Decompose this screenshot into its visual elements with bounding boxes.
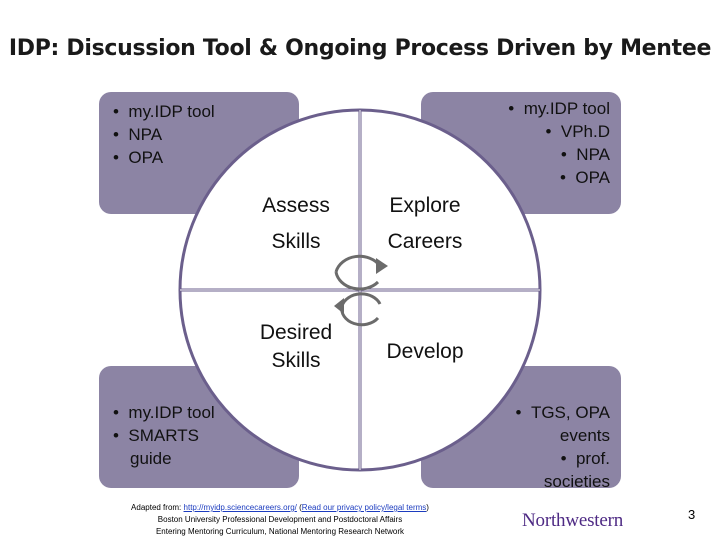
quadrant-desired-line2: Skills (271, 349, 321, 372)
quadrant-explore-careers: Explore Careers (366, 188, 484, 260)
footer-credits: Adapted from: http://myidp.sciencecareer… (90, 502, 470, 538)
cycle-arrowheads-icon (334, 258, 388, 314)
quadrant-desired-line1: Desired (259, 321, 333, 344)
slide-title: IDP: Discussion Tool & Ongoing Process D… (8, 36, 712, 61)
list-item: OPA (508, 166, 610, 189)
footer-background (88, 500, 470, 540)
footer-link-myidp[interactable]: http://myidp.sciencecareers.org/ (183, 503, 297, 512)
footer-line1: Adapted from: http://myidp.sciencecareer… (90, 502, 470, 514)
corner-list-bottom-right: TGS, OPA events prof. societies (480, 401, 610, 493)
list-item-continuation: societies (543, 472, 610, 491)
list-item: my.IDP tool (508, 97, 610, 120)
corner-list-top-right: my.IDP tool VPh.D NPA OPA (508, 97, 610, 189)
footer-adapted-prefix: Adapted from: (131, 503, 184, 512)
quadrant-explore-line2: Careers (387, 230, 463, 253)
quadrant-explore-line1: Explore (389, 194, 461, 217)
northwestern-logo: Northwestern (522, 510, 624, 531)
quadrant-desired-skills: Desired Skills (246, 319, 346, 375)
list-item: VPh.D (508, 120, 610, 143)
list-item: SMARTS (113, 424, 263, 447)
list-item: NPA (508, 143, 610, 166)
list-item: TGS, OPA (480, 401, 610, 424)
corner-list-top-left: my.IDP tool NPA OPA (113, 100, 215, 169)
footer-line2: Boston University Professional Developme… (157, 515, 403, 524)
quadrant-assess-skills: Assess Skills (246, 188, 346, 260)
footer-open-paren: ( (296, 503, 302, 512)
corner-list-bottom-left: my.IDP tool SMARTS guide (113, 401, 263, 470)
list-item-continuation: guide (130, 449, 172, 468)
list-item: OPA (113, 146, 215, 169)
list-item: my.IDP tool (113, 401, 263, 424)
footer-line3: Entering Mentoring Curriculum, National … (155, 527, 405, 536)
quadrant-develop: Develop (386, 340, 464, 363)
list-item-continuation: events (559, 426, 610, 445)
list-item: NPA (113, 123, 215, 146)
quadrant-assess-line2: Skills (271, 230, 321, 253)
footer-close-paren: ) (426, 503, 429, 512)
page-number: 3 (688, 507, 696, 522)
list-item: prof. (480, 447, 610, 470)
footer-link-privacy[interactable]: Read our privacy policy/legal terms (301, 503, 427, 512)
list-item: my.IDP tool (113, 100, 214, 123)
quadrant-assess-line1: Assess (262, 194, 330, 217)
